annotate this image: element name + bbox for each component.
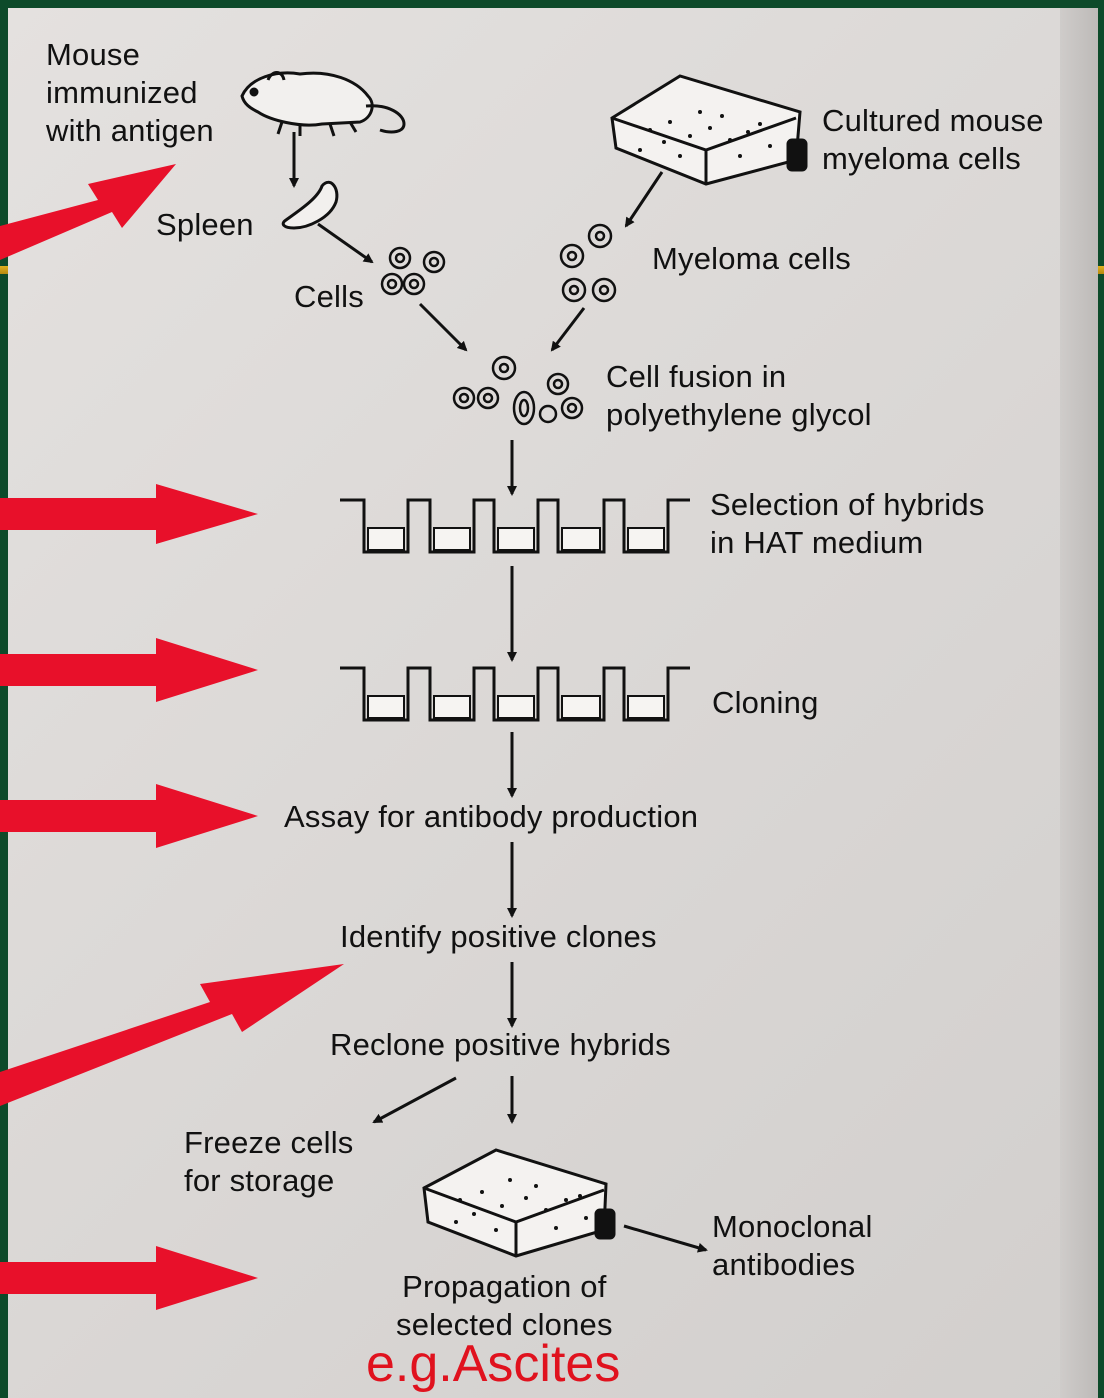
culture-label: Cultured mouse myeloma cells <box>822 102 1044 178</box>
red-pointer-arrow <box>0 638 258 702</box>
red-pointer-arrow <box>0 1246 258 1310</box>
ascites-annotation: e.g.Ascites <box>366 1334 620 1394</box>
assay-label: Assay for antibody production <box>284 798 698 836</box>
freeze-label: Freeze cells for storage <box>184 1124 354 1200</box>
spleen-icon <box>283 182 337 228</box>
selection-label: Selection of hybrids in HAT medium <box>710 486 985 562</box>
culture-flask-icon <box>424 1150 614 1256</box>
cells-label: Cells <box>294 278 364 316</box>
myeloma-cells-icon <box>561 225 615 301</box>
mouse-icon <box>242 73 404 137</box>
well-plate-icon <box>340 668 690 720</box>
monoclonal-label: Monoclonal antibodies <box>712 1208 873 1284</box>
red-pointer-arrow <box>0 964 344 1106</box>
red-pointer-arrow <box>0 164 176 260</box>
identify-label: Identify positive clones <box>340 918 657 956</box>
myeloma-label: Myeloma cells <box>652 240 851 278</box>
spleen-label: Spleen <box>156 206 254 244</box>
cloning-label: Cloning <box>712 684 819 722</box>
fusion-label: Cell fusion in polyethylene glycol <box>606 358 872 434</box>
red-pointer-arrow <box>0 484 258 544</box>
red-pointer-arrow <box>0 784 258 848</box>
cells-icon <box>382 248 444 294</box>
culture-flask-icon <box>612 76 806 184</box>
propagation-label: Propagation of selected clones <box>396 1268 613 1344</box>
reclone-label: Reclone positive hybrids <box>330 1026 671 1064</box>
mouse-label: Mouse immunized with antigen <box>46 36 214 150</box>
fused-cells-icon <box>454 357 582 424</box>
well-plate-icon <box>340 500 690 552</box>
